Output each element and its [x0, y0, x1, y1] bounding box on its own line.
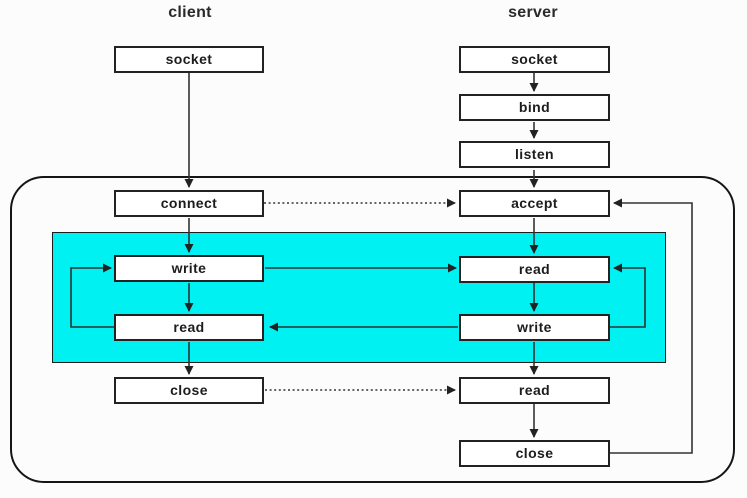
- client-read-box: read: [114, 314, 264, 341]
- data-transfer-highlight: [52, 232, 666, 363]
- client-write-box: write: [114, 255, 264, 282]
- client-column-title: client: [168, 4, 212, 21]
- server-write-box: write: [459, 314, 610, 341]
- server-accept-box: accept: [459, 190, 610, 217]
- edge-server-write-loop-to-read: [610, 263, 646, 328]
- client-connect-box: connect: [114, 190, 264, 217]
- client-socket-box: socket: [114, 46, 264, 73]
- server-read2-box: read: [459, 377, 610, 404]
- edge-server-close-loop-to-accept: [610, 198, 693, 454]
- session-frame: [10, 176, 735, 483]
- server-close-box: close: [459, 440, 610, 467]
- server-column-title: server: [508, 4, 558, 21]
- edge-client-read-loop-to-write: [70, 263, 114, 328]
- server-read-box: read: [459, 256, 610, 283]
- server-socket-box: socket: [459, 46, 610, 73]
- server-bind-box: bind: [459, 94, 610, 121]
- server-listen-box: listen: [459, 141, 610, 168]
- client-close-box: close: [114, 377, 264, 404]
